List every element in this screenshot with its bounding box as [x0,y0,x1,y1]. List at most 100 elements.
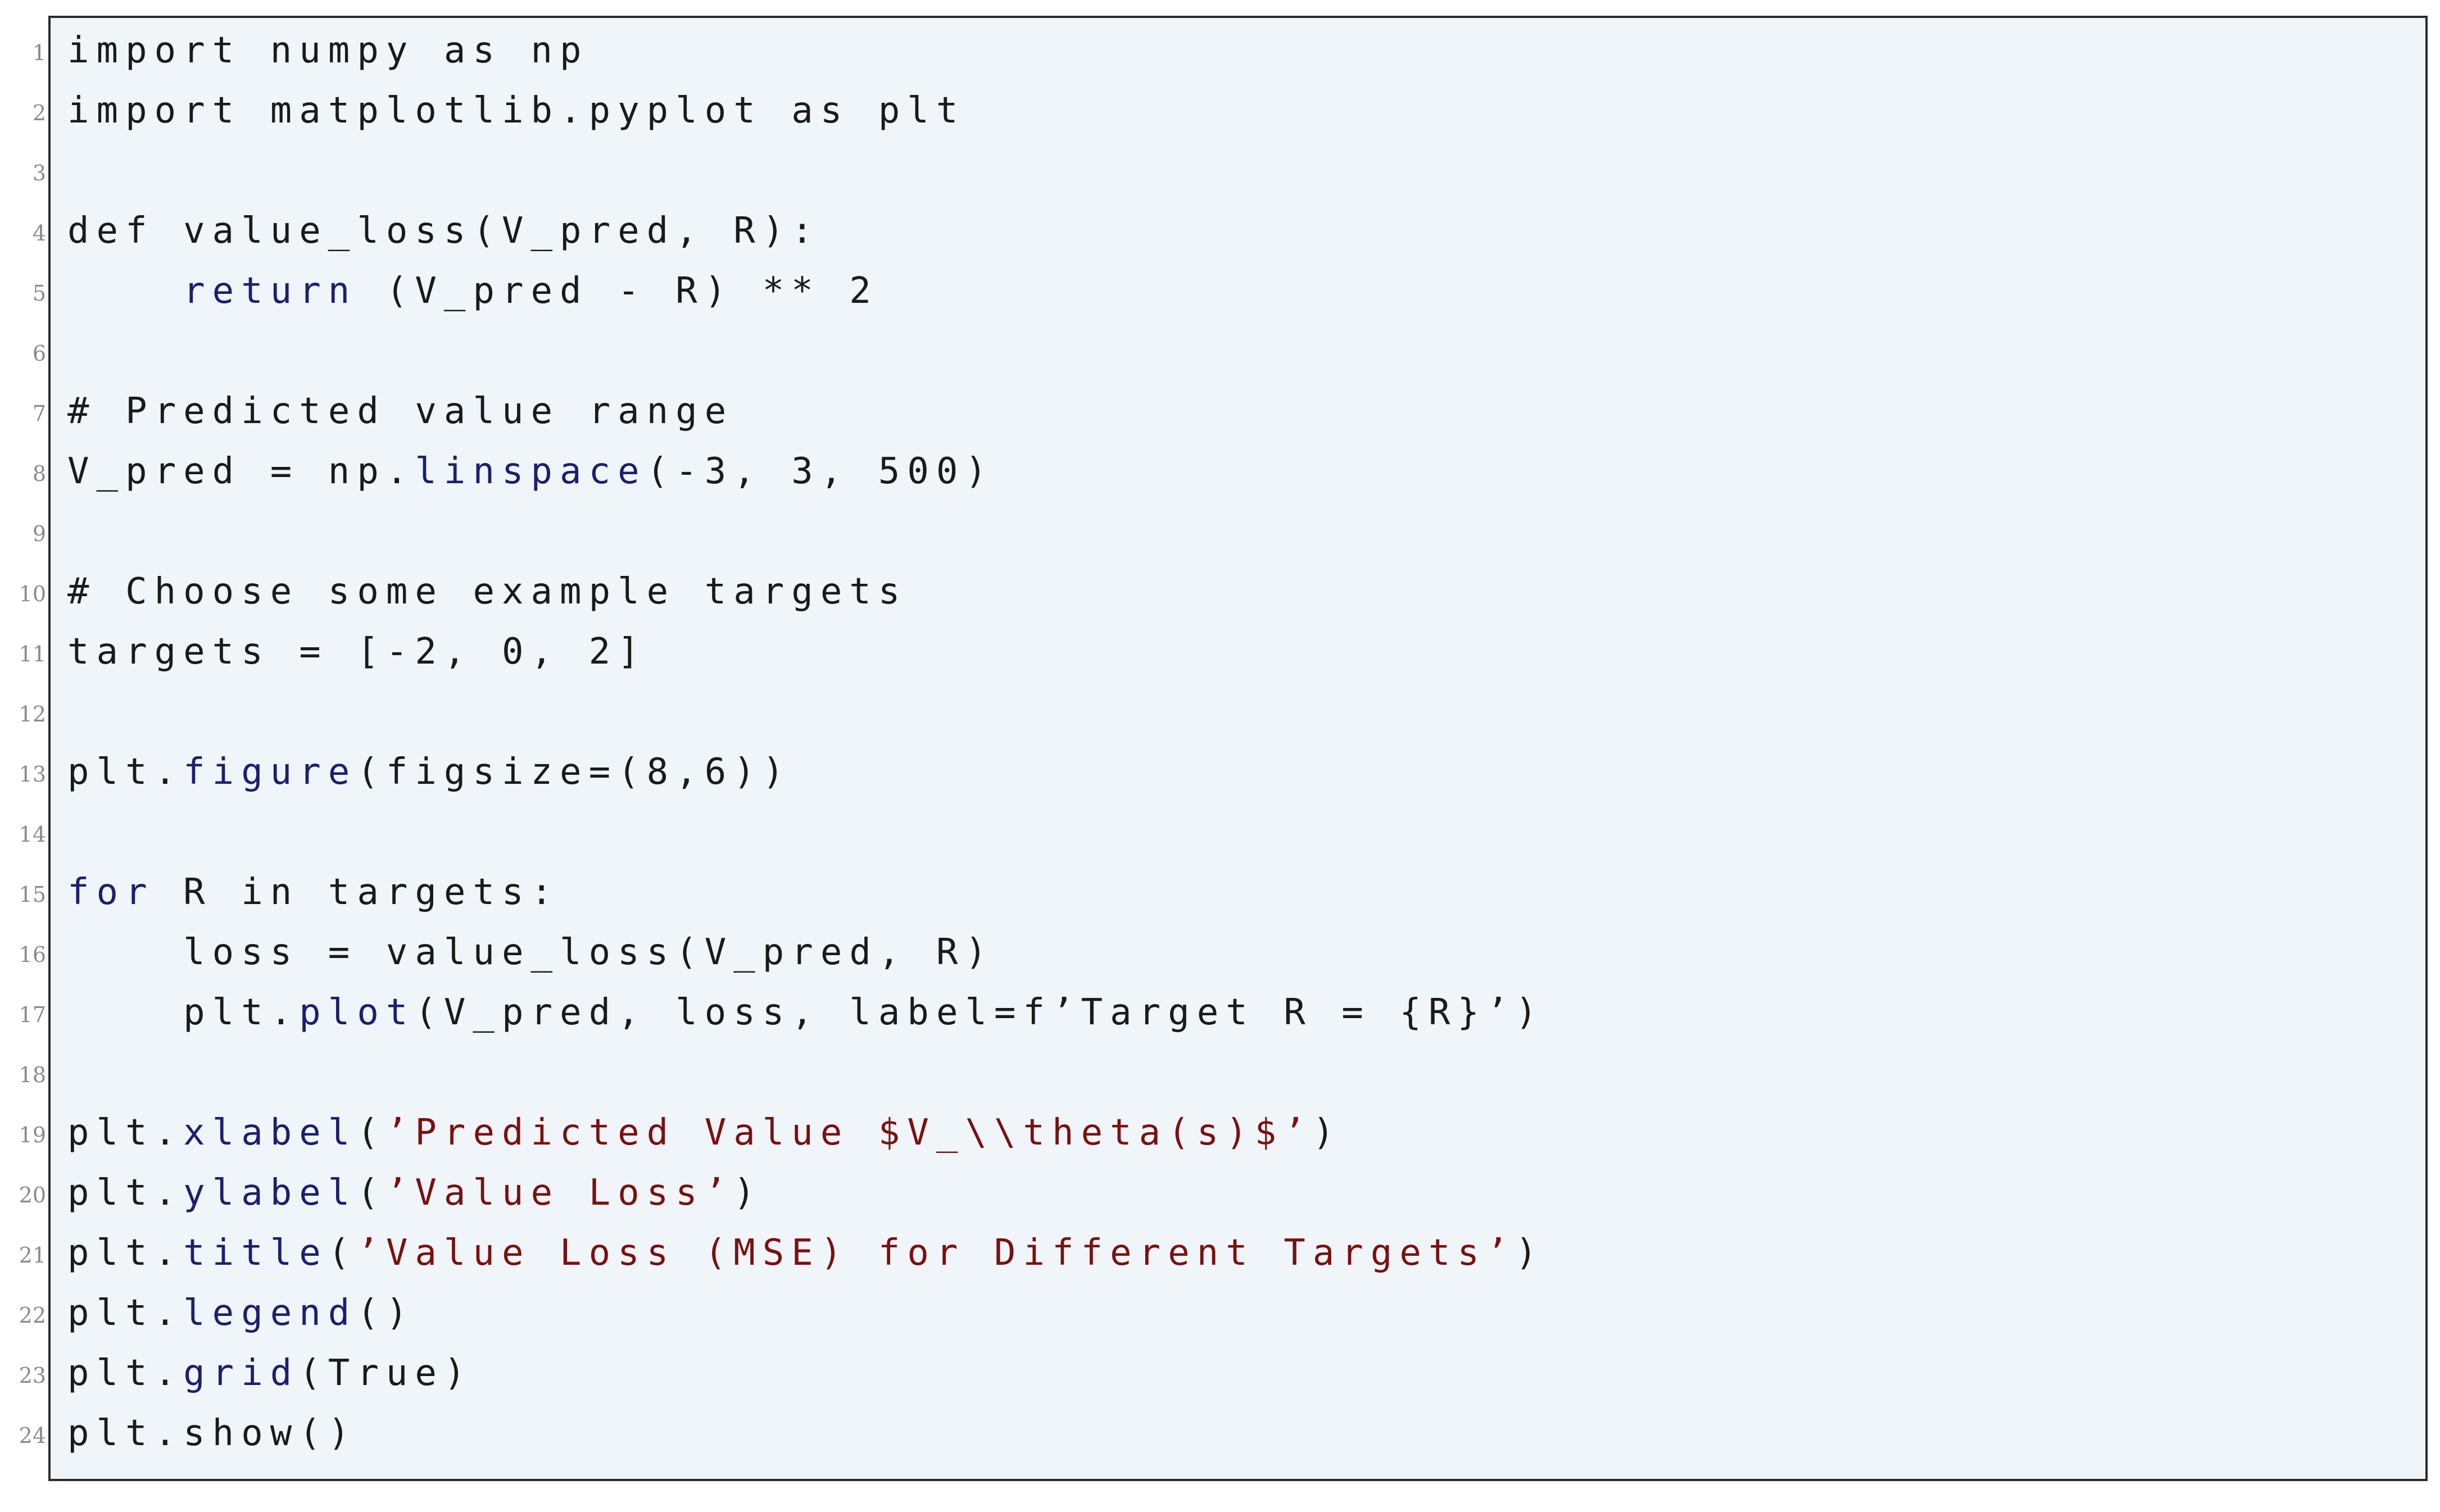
line-number: 6 [32,341,46,366]
code-line: 1 import numpy as np [33,18,2425,78]
function-token: linspace [415,451,647,492]
code-line: 8 V_pred = np.linspace(-3, 3, 500) [33,439,2425,499]
code-token: plt. [67,751,184,793]
keyword-token: return [183,270,357,312]
code-token: loss = value_loss(V_pred, R) [67,932,994,973]
code-line: 20 plt.ylabel(’Value Loss’) [19,1160,2425,1220]
code-token: targets = [-2, 0, 2] [67,631,647,673]
code-line: 18 [19,1040,2425,1100]
code-token: ) [1515,1232,1545,1274]
code-line: 14 [19,800,2425,860]
line-number: 22 [19,1303,46,1328]
line-number: 24 [19,1423,46,1448]
line-number: 5 [32,281,46,306]
code-listing: 1 import numpy as np 2 import matplotlib.py… [19,16,2428,1481]
code-token: (figsize=(8,6)) [357,751,792,793]
line-number: 18 [19,1063,46,1087]
code-token: # Choose some example targets [67,571,908,612]
code-token: plt. [67,1172,184,1214]
code-token: import numpy as np [67,30,589,71]
code-token: import matplotlib.pyplot as plt [67,90,965,131]
code-token: (V_pred, loss, label=f’Target R = {R}’) [415,992,1545,1033]
code-line: 2 import matplotlib.pyplot as plt [33,78,2425,138]
code-token: plt. [67,1112,184,1154]
function-token: figure [183,751,357,793]
code-line: 21 plt.title(’Value Loss (MSE) for Differ… [19,1220,2425,1281]
code-line: 24 plt.show() [19,1401,2425,1461]
line-number: 3 [32,161,46,185]
code-text: import numpy as np [67,28,589,73]
code-token: () [357,1292,415,1334]
line-number: 20 [19,1183,46,1207]
line-number: 23 [19,1363,46,1388]
code-token: (V_pred - R) ** 2 [357,270,878,312]
code-line: 6 [33,319,2425,379]
code-line: 19 plt.xlabel(’Predicted Value $V_\\theta… [19,1100,2425,1160]
line-number: 11 [19,642,46,666]
code-token [67,270,183,312]
code-text: loss = value_loss(V_pred, R) [67,930,994,975]
code-line: 12 [19,679,2425,739]
line-number: 8 [32,461,46,486]
line-number: 16 [19,942,46,967]
string-token: ’Value Loss (MSE) for Different Targets’ [357,1232,1516,1274]
function-token: ylabel [183,1172,357,1214]
line-number: 13 [19,762,46,787]
line-number: 2 [32,101,46,125]
code-line: 4 def value_loss(V_pred, R): [33,198,2425,258]
code-line: 13 plt.figure(figsize=(8,6)) [19,739,2425,800]
code-token: plt. [67,1352,184,1394]
function-token: xlabel [183,1112,357,1154]
code-token: ( [357,1112,386,1154]
code-line: 7 # Predicted value range [33,379,2425,439]
code-text: def value_loss(V_pred, R): [67,208,820,253]
code-token: plt.show() [67,1413,357,1454]
code-text: plt.plot(V_pred, loss, label=f’Target R … [67,990,1544,1035]
code-line: 15 for R in targets: [19,860,2425,920]
code-text: # Choose some example targets [67,569,907,614]
code-text: targets = [-2, 0, 2] [67,629,647,674]
code-token: plt. [67,992,300,1033]
code-text: plt.xlabel(’Predicted Value $V_\\theta(s… [67,1110,1341,1155]
code-text: # Predicted value range [67,389,733,434]
code-text: plt.ylabel(’Value Loss’) [67,1170,763,1215]
string-token: ’Value Loss’ [385,1172,734,1214]
code-token: R in targets: [154,871,560,913]
code-text: plt.figure(figsize=(8,6)) [67,750,791,794]
line-number: 10 [19,582,46,606]
code-token: # Predicted value range [67,391,734,432]
code-line: 9 [33,499,2425,559]
line-number: 21 [19,1243,46,1268]
function-token: grid [183,1352,300,1394]
code-line: 22 plt.legend() [19,1281,2425,1341]
code-line: 23 plt.grid(True) [19,1341,2425,1401]
code-text: V_pred = np.linspace(-3, 3, 500) [67,449,994,494]
line-number: 1 [32,40,46,65]
code-token: plt. [67,1292,184,1334]
line-number: 14 [19,822,46,847]
code-token: def value_loss(V_pred, R): [67,210,820,252]
code-line: 3 [33,138,2425,198]
code-token: ( [357,1172,386,1214]
keyword-token: for [67,871,155,913]
code-text: plt.title(’Value Loss (MSE) for Differen… [67,1231,1544,1275]
function-token: title [183,1232,328,1274]
line-number: 15 [19,882,46,907]
line-number: 17 [19,1002,46,1027]
function-token: legend [183,1292,357,1334]
code-text: plt.grid(True) [67,1351,473,1396]
line-number: 19 [19,1123,46,1147]
code-token: ) [1312,1112,1342,1154]
code-token: (True) [299,1352,473,1394]
string-token: ’Predicted Value $V_\\theta(s)$’ [385,1112,1313,1154]
code-token: (-3, 3, 500) [646,451,994,492]
line-number: 4 [32,221,46,246]
code-token: plt. [67,1232,184,1274]
code-token: ) [733,1172,763,1214]
line-number: 7 [32,401,46,426]
line-number: 9 [32,521,46,546]
code-token: ( [328,1232,357,1274]
code-text: plt.show() [67,1411,357,1456]
code-text: for R in targets: [67,870,560,915]
line-number: 12 [19,702,46,727]
